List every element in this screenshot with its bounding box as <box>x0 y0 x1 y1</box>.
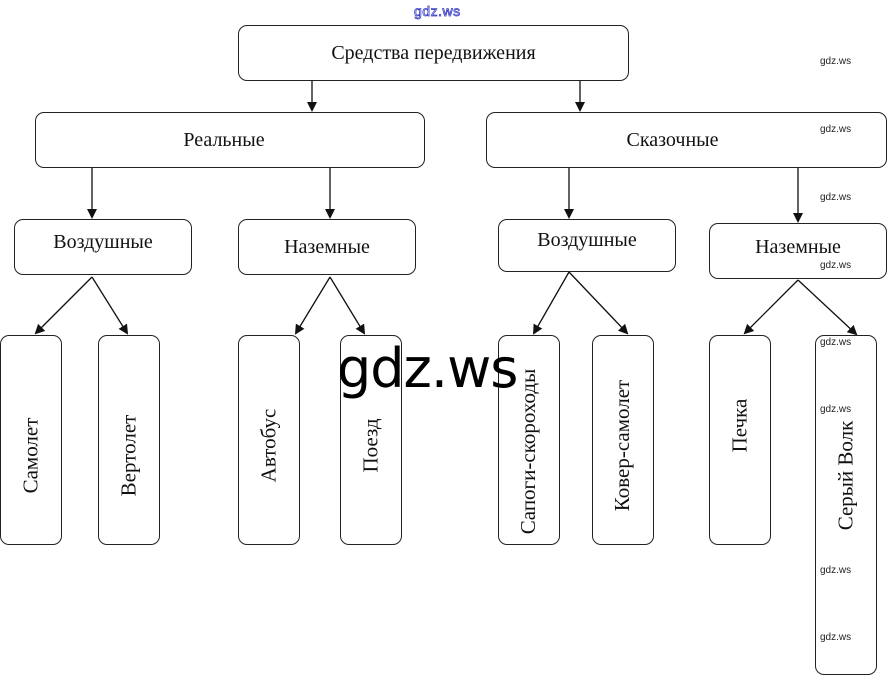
watermark-small: gdz.ws <box>820 404 852 415</box>
leaf-vertolet: Вертолет <box>98 335 160 545</box>
leaf-pechka-label: Печка <box>727 398 752 452</box>
leaf-poezd-label: Поезд <box>358 417 383 473</box>
leaf-kover: Ковер-самолет <box>592 335 654 545</box>
node-fairy-ground-label: Наземные <box>755 235 841 258</box>
watermark-small: gdz.ws <box>820 565 852 576</box>
arrow-ground-to-avtobus <box>294 276 331 335</box>
node-fairy-air: Воздушные <box>498 219 676 272</box>
leaf-sapogi-label: Сапоги-скороходы <box>516 368 541 534</box>
leaf-volk-label: Серый Волк <box>833 420 858 530</box>
node-real-air: Воздушные <box>14 219 192 275</box>
node-root-label: Средства передвижения <box>331 41 536 64</box>
watermark-small: gdz.ws <box>820 56 852 67</box>
node-fairy: Сказочные <box>486 112 887 168</box>
node-root: Средства передвижения <box>238 25 629 81</box>
watermark-small: gdz.ws <box>820 192 852 203</box>
watermark-small: gdz.ws <box>820 260 852 271</box>
node-real-label: Реальные <box>183 128 265 151</box>
leaf-volk: Серый Волк <box>815 335 877 675</box>
arrow-fairy-air-to-kover <box>568 271 629 335</box>
leaf-samolet-label: Самолет <box>18 417 43 493</box>
leaf-poezd: Поезд <box>340 335 402 545</box>
node-fairy-ground: Наземные <box>709 223 887 279</box>
arrow-fairy-air-to-sapogi <box>533 271 570 335</box>
leaf-avtobus-label: Автобус <box>256 408 281 482</box>
node-real: Реальные <box>35 112 425 168</box>
leaf-kover-label: Ковер-самолет <box>610 379 635 511</box>
watermark-small: gdz.ws <box>820 632 852 643</box>
arrow-air-to-samolet <box>34 276 93 335</box>
arrow-air-to-vertolet <box>91 276 129 335</box>
watermark-small: gdz.ws <box>820 124 852 135</box>
node-fairy-air-label: Воздушные <box>537 229 637 251</box>
leaf-samolet: Самолет <box>0 335 62 545</box>
arrow-fairy-ground-to-pechka <box>743 279 799 335</box>
node-fairy-label: Сказочные <box>626 128 719 151</box>
watermark-small: gdz.ws <box>820 337 852 348</box>
arrow-fairy-ground-to-volk <box>797 279 858 336</box>
leaf-pechka: Печка <box>709 335 771 545</box>
watermark-center: gdz.ws <box>337 337 518 400</box>
arrow-ground-to-poezd <box>329 276 366 335</box>
leaf-sapogi: Сапоги-скороходы <box>498 335 560 545</box>
node-real-ground: Наземные <box>238 219 416 275</box>
node-real-air-label: Воздушные <box>53 230 153 253</box>
leaf-vertolet-label: Вертолет <box>116 414 141 496</box>
leaf-avtobus: Автобус <box>238 335 300 545</box>
node-real-ground-label: Наземные <box>284 235 370 258</box>
watermark-top: gdz.ws <box>414 3 461 20</box>
